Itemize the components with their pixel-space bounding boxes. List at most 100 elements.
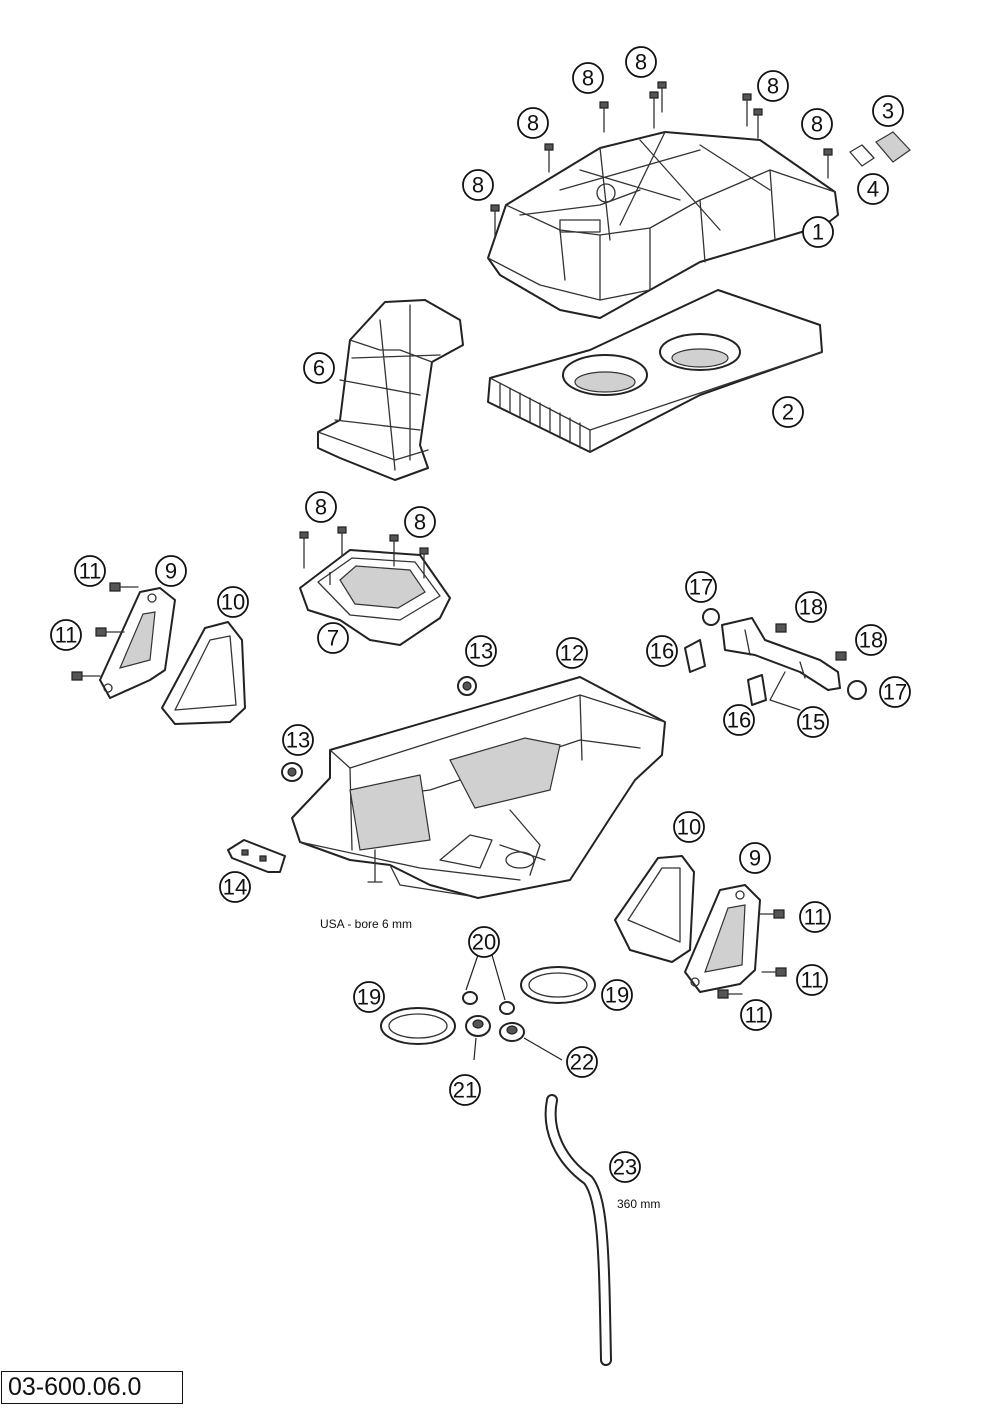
part-screws-18 bbox=[775, 623, 847, 661]
callout-12: 12 bbox=[556, 637, 588, 669]
callout-17-a: 17 bbox=[685, 571, 717, 603]
callout-label: 8 bbox=[315, 495, 327, 520]
callout-label: 10 bbox=[221, 590, 245, 615]
callout-label: 8 bbox=[635, 50, 647, 75]
callout-8-h: 8 bbox=[404, 506, 436, 538]
part-bolt-set-top bbox=[490, 81, 833, 239]
callout-label: 11 bbox=[804, 905, 827, 930]
callout-15: 15 bbox=[797, 706, 829, 738]
callout-label: 11 bbox=[79, 559, 102, 584]
callout-8-e: 8 bbox=[801, 108, 833, 140]
callout-label: 8 bbox=[767, 74, 779, 99]
callout-label: 3 bbox=[882, 99, 894, 124]
callout-label: 13 bbox=[469, 639, 493, 664]
callout-18-a: 18 bbox=[795, 591, 827, 623]
callout-16-a: 16 bbox=[646, 635, 678, 667]
callout-8-c: 8 bbox=[757, 70, 789, 102]
callout-13-b: 13 bbox=[282, 724, 314, 756]
callout-21: 21 bbox=[449, 1074, 481, 1106]
part-intake-duct bbox=[317, 299, 464, 481]
part-airbox-housing bbox=[291, 676, 666, 899]
callout-4: 4 bbox=[857, 173, 889, 205]
callout-label: 20 bbox=[472, 930, 496, 955]
callout-label: 17 bbox=[883, 680, 907, 705]
callout-8-f: 8 bbox=[462, 169, 494, 201]
callout-label: 2 bbox=[782, 400, 794, 425]
part-airbox-cover bbox=[487, 131, 839, 319]
callout-label: 10 bbox=[677, 815, 701, 840]
part-grommet-13-left bbox=[281, 762, 303, 782]
callout-6: 6 bbox=[303, 352, 335, 384]
part-gasket-4 bbox=[849, 144, 875, 167]
callout-label: 8 bbox=[582, 66, 594, 91]
callout-label: 12 bbox=[560, 641, 584, 666]
callout-17-b: 17 bbox=[879, 676, 911, 708]
part-bracket-left bbox=[99, 587, 176, 699]
callout-label: 9 bbox=[749, 846, 761, 871]
callout-3: 3 bbox=[872, 95, 904, 127]
callout-11-e: 11 bbox=[740, 999, 772, 1031]
callout-label: 11 bbox=[745, 1003, 768, 1028]
callout-label: 13 bbox=[286, 728, 310, 753]
callout-10-a: 10 bbox=[217, 586, 249, 618]
callout-8-g: 8 bbox=[305, 491, 337, 523]
part-grommet-13-top bbox=[457, 676, 477, 696]
part-seal-ring-left bbox=[380, 1007, 456, 1045]
callout-1: 1 bbox=[802, 216, 834, 248]
callout-11-b: 11 bbox=[50, 619, 82, 651]
part-grommet-21 bbox=[465, 1015, 491, 1037]
callout-11-d: 11 bbox=[796, 964, 828, 996]
callout-label: 18 bbox=[799, 595, 823, 620]
callout-label: 6 bbox=[313, 356, 325, 381]
callout-19-a: 19 bbox=[353, 981, 385, 1013]
part-nuts-17 bbox=[702, 608, 867, 700]
callout-label: 19 bbox=[357, 985, 381, 1010]
usa-bore-note: USA - bore 6 mm bbox=[320, 917, 412, 931]
callout-label: 18 bbox=[859, 628, 883, 653]
callout-label: 8 bbox=[414, 510, 426, 535]
leader-lines bbox=[329, 572, 563, 1061]
part-grommet-22 bbox=[499, 1022, 525, 1042]
part-drain-hose bbox=[544, 1094, 612, 1366]
callout-label: 23 bbox=[613, 1155, 637, 1180]
callout-label: 17 bbox=[689, 575, 713, 600]
callout-label: 1 bbox=[812, 220, 824, 245]
callout-label: 22 bbox=[570, 1050, 594, 1075]
callout-8-d: 8 bbox=[517, 107, 549, 139]
part-clip-3 bbox=[875, 131, 911, 163]
callout-22: 22 bbox=[566, 1046, 598, 1078]
callout-label: 8 bbox=[472, 173, 484, 198]
callout-11-c: 11 bbox=[799, 901, 831, 933]
callout-label: 11 bbox=[801, 968, 824, 993]
part-clamp-14 bbox=[227, 839, 286, 873]
part-clips-16 bbox=[684, 639, 767, 706]
callout-10-b: 10 bbox=[673, 811, 705, 843]
callout-label: 16 bbox=[650, 639, 674, 664]
callout-13-a: 13 bbox=[465, 635, 497, 667]
callout-label: 21 bbox=[453, 1078, 477, 1103]
callout-23: 23 bbox=[609, 1151, 641, 1183]
callout-9-b: 9 bbox=[739, 842, 771, 874]
callout-20: 20 bbox=[468, 926, 500, 958]
callout-9-a: 9 bbox=[155, 555, 187, 587]
hose-length-note: 360 mm bbox=[617, 1197, 660, 1211]
part-flange bbox=[299, 526, 451, 646]
diagram-code-label: 03-600.06.0 bbox=[1, 1371, 183, 1404]
callout-11-a: 11 bbox=[74, 555, 106, 587]
part-bracket-right bbox=[684, 884, 761, 993]
callout-label: 11 bbox=[55, 623, 78, 648]
callout-label: 14 bbox=[223, 875, 247, 900]
part-screws-right bbox=[717, 909, 787, 999]
callout-label: 19 bbox=[605, 983, 629, 1008]
callout-label: 4 bbox=[867, 177, 879, 202]
callout-16-b: 16 bbox=[723, 704, 755, 736]
callout-label: 7 bbox=[327, 626, 339, 651]
callout-label: 8 bbox=[527, 111, 539, 136]
callout-label: 15 bbox=[801, 710, 825, 735]
part-seal-ring-right bbox=[520, 966, 596, 1004]
callout-label: 16 bbox=[727, 708, 751, 733]
callout-label: 9 bbox=[165, 559, 177, 584]
callout-8-a: 8 bbox=[572, 62, 604, 94]
part-air-filter bbox=[487, 289, 823, 453]
